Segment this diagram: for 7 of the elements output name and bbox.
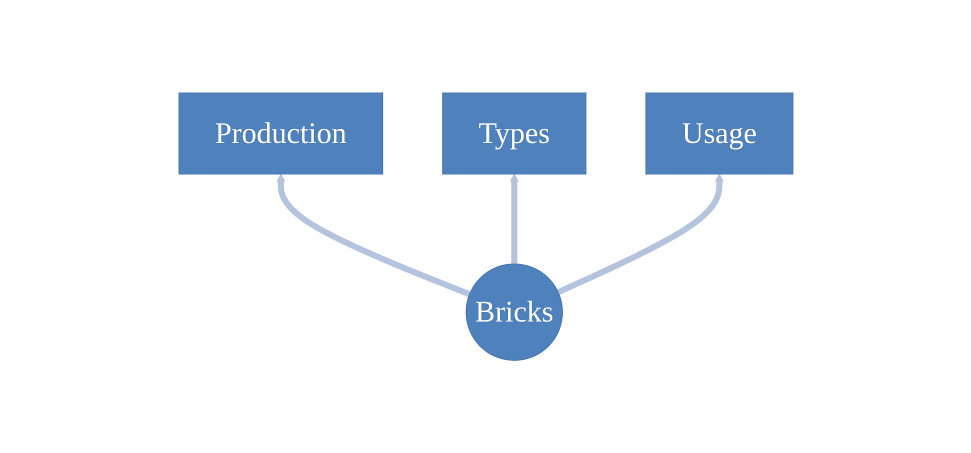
arrow xyxy=(556,173,724,295)
arrow xyxy=(509,173,518,264)
node-box: Usage xyxy=(644,92,793,174)
node-box: Types xyxy=(442,92,586,174)
node-circle: Bricks xyxy=(465,263,562,361)
arrow xyxy=(276,173,470,297)
node-box: Production xyxy=(178,92,383,174)
